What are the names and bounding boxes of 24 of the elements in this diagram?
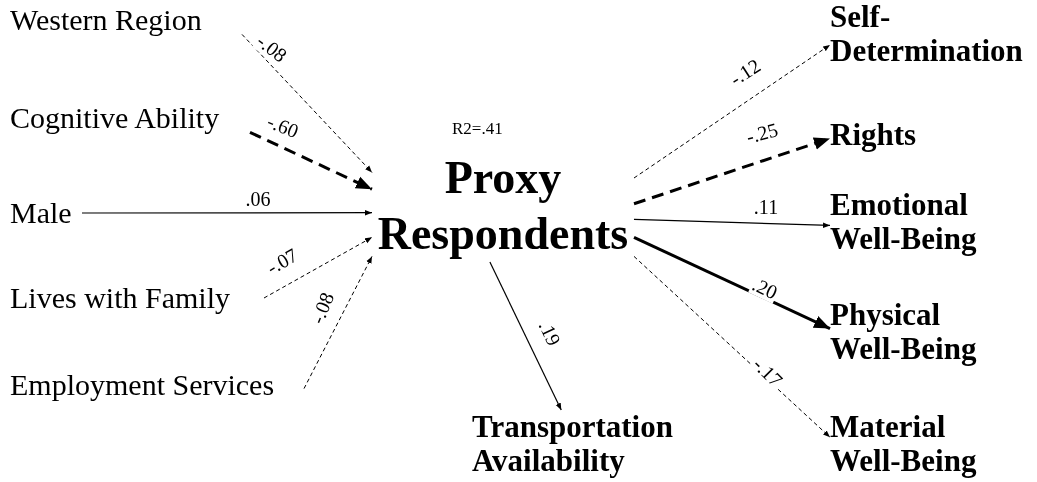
arrow — [241, 33, 373, 173]
arrow — [249, 131, 373, 191]
arrow — [263, 236, 373, 299]
variable-label: Employment Services — [10, 367, 276, 403]
outcome-label: Material Well-Being — [830, 410, 978, 478]
arrow — [633, 255, 831, 438]
arrow — [489, 261, 562, 411]
outcome-label: Rights — [830, 118, 918, 152]
r-squared-label: R2=.41 — [452, 118, 503, 140]
variable-label: Cognitive Ability — [10, 100, 221, 136]
variable-label: Western Region — [10, 2, 203, 38]
variable-label: Male — [10, 195, 73, 231]
outcome-label: Transportation Availability — [472, 410, 674, 478]
arrow — [633, 236, 831, 330]
outcome-label: Self- Determination — [830, 0, 1024, 68]
outcome-label: Physical Well-Being — [830, 298, 978, 366]
arrow — [303, 255, 373, 390]
outcome-label: Emotional Well-Being — [830, 188, 978, 256]
central-variable-label: Proxy Respondents — [376, 151, 630, 261]
arrow — [633, 136, 831, 206]
arrow — [81, 209, 373, 216]
arrow — [633, 44, 831, 179]
arrow — [633, 218, 831, 228]
variable-label: Lives with Family — [10, 280, 231, 316]
